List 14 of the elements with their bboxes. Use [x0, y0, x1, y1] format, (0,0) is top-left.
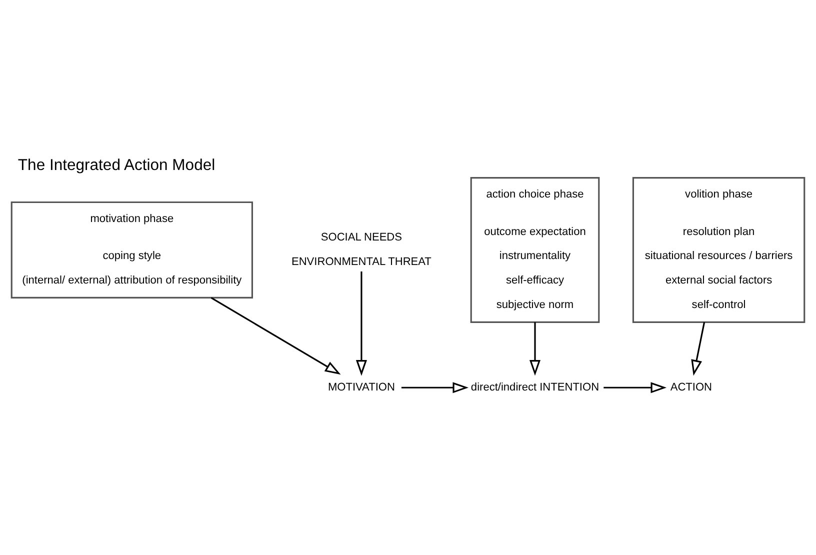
node-text: MOTIVATION — [328, 381, 395, 394]
arrow — [529, 322, 541, 376]
diagram-title: The Integrated Action Model — [18, 156, 216, 174]
node-text: direct/indirect INTENTION — [470, 381, 600, 394]
node-text: ACTION — [670, 381, 712, 394]
arrow — [356, 270, 367, 376]
node-box: action choice phase outcome expectation instrumentality self-efficacy subjective norm — [470, 176, 600, 322]
arrow — [691, 322, 706, 376]
node-box: volition phase resolution plan situational resources / barriers external social factors self-control — [632, 176, 806, 322]
arrow — [401, 382, 469, 393]
node-text: SOCIAL NEEDS ENVIRONMENTAL THREAT — [291, 231, 432, 268]
node-box: motivation phase coping style (internal/ external) attribution of responsibility — [10, 200, 253, 298]
arrow — [210, 296, 341, 374]
arrow — [604, 382, 667, 393]
